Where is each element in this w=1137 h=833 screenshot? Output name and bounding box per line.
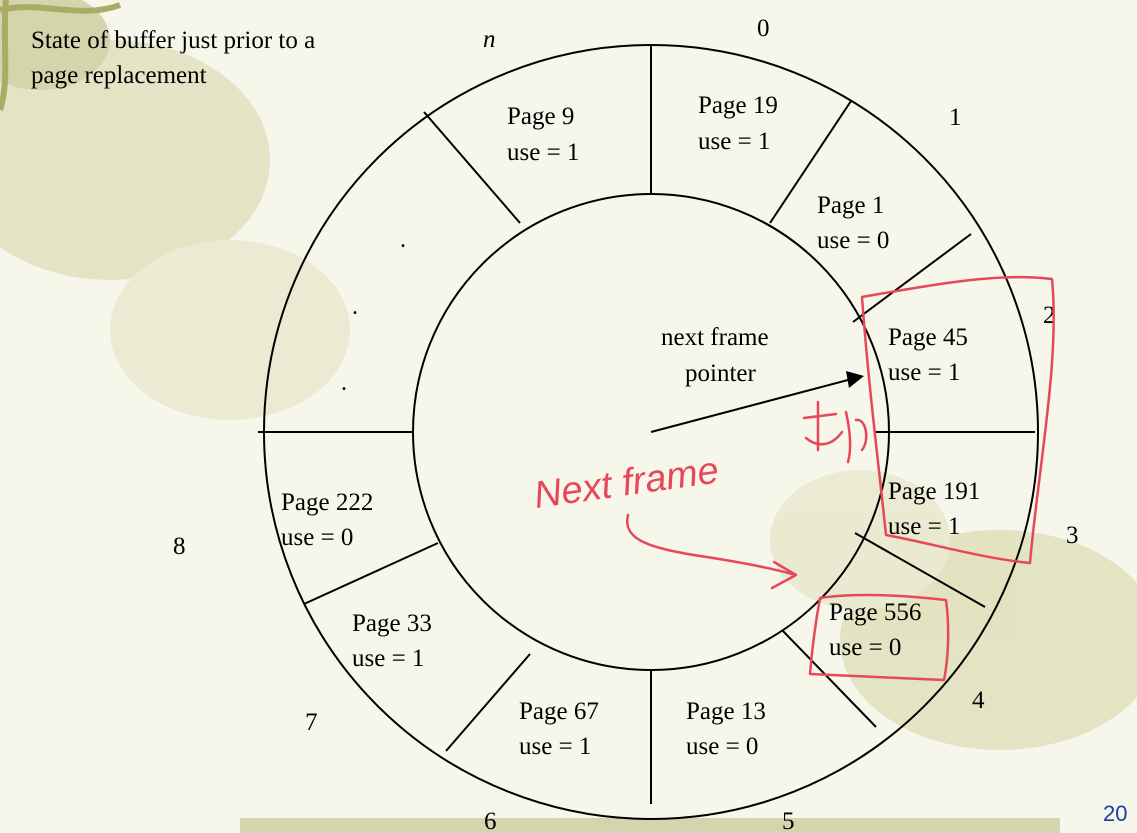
diagram-title-line-1: State of buffer just prior to a [31,27,315,54]
divider-line [423,111,521,224]
frame-3-page: Page 191 [888,478,980,505]
frame-index-4: 4 [972,687,985,714]
slide-number: 20 [1103,801,1127,826]
frame-1-use: use = 0 [817,227,889,254]
frame-index-0: 0 [757,15,770,42]
frame-3-use: use = 1 [888,513,960,540]
frame-6-page: Page 67 [519,698,599,725]
divider-line [769,100,852,224]
highlight-box-page-45-191 [860,275,1055,565]
frame-5-page: Page 13 [686,698,766,725]
frame-6-use: use = 1 [519,733,591,760]
divider-line [852,233,972,323]
frame-4-page: Page 556 [829,599,921,626]
frame-index-6: 6 [484,808,497,833]
frame-8-page: Page 222 [281,489,373,516]
divider-line [781,629,877,728]
highlight-box-page-556 [808,593,950,682]
frame-index-1: 1 [949,104,962,131]
frame-5-use: use = 0 [686,733,758,760]
frame-n-use: use = 1 [507,139,579,166]
pointer-label-line-1: next frame [661,324,769,351]
diagram-title-line-2: page replacement [31,62,207,89]
frame-0-page: Page 19 [698,92,778,119]
frame-index-numbers: 0 1 2 3 4 5 6 7 8 n [173,15,1079,833]
divider-line [445,653,531,752]
handwritten-chinese-note [802,400,868,464]
frame-labels: Page 19 use = 1 Page 1 use = 0 Page 45 u… [281,92,980,760]
frame-index-3: 3 [1066,522,1079,549]
handwritten-next-frame-label: Next frame [531,449,721,516]
next-frame-pointer-arrow [650,371,864,433]
ellipsis-dot: . [341,370,347,396]
frame-0-use: use = 1 [698,128,770,155]
ellipsis-dot: . [400,227,406,253]
frame-index-5: 5 [782,808,795,833]
handwritten-annotations [625,275,1055,682]
frame-7-use: use = 1 [352,645,424,672]
divider-line [303,542,439,605]
frame-4-use: use = 0 [829,634,901,661]
divider-line [854,532,986,608]
frame-n-page: Page 9 [507,103,574,130]
frame-index-n: n [483,26,496,53]
frame-index-7: 7 [305,709,318,736]
corner-vine-decoration [0,0,122,111]
annotation-arrow-head [770,560,798,590]
frame-index-8: 8 [173,533,186,560]
frame-7-page: Page 33 [352,610,432,637]
ellipsis-dot: . [352,294,358,320]
frame-1-page: Page 1 [817,192,884,219]
frame-2-page: Page 45 [888,324,968,351]
pointer-label-line-2: pointer [685,360,756,387]
frame-2-use: use = 1 [888,359,960,386]
frame-8-use: use = 0 [281,524,353,551]
annotation-arrow-shaft [625,513,794,576]
buffer-ring [258,44,1039,820]
